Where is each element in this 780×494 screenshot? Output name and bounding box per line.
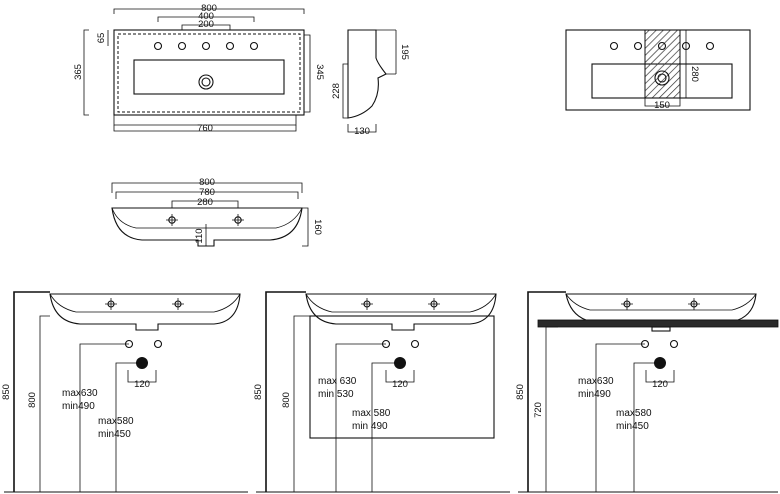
waste-height-max: max580 (616, 408, 652, 419)
installation-3: 850 720 120 max630 min490 max580 min450 (515, 291, 779, 493)
dim-110: 110 (194, 228, 205, 243)
front-view-outline (111, 207, 303, 247)
top-view-basin (133, 59, 285, 95)
dim-780: 780 (199, 187, 215, 198)
tap-holes (153, 41, 259, 51)
tap-hole (249, 41, 259, 51)
supply-height-min: min490 (62, 401, 95, 412)
dim-760: 760 (197, 123, 213, 134)
offset-120: 120 (134, 379, 150, 390)
drain-inner (657, 73, 667, 83)
supply-height-min: min 530 (318, 389, 354, 400)
dim-160: 160 (312, 219, 323, 235)
dim-195: 195 (399, 44, 410, 60)
dim-800: 800 (27, 392, 38, 408)
dim-365: 365 (73, 64, 84, 80)
supply-height-max: max630 (62, 388, 98, 399)
dim-200: 200 (198, 19, 214, 30)
tap-hole (657, 41, 667, 51)
waste-height-min: min450 (98, 429, 131, 440)
waste-height-max: max580 (98, 416, 134, 427)
dim-130: 130 (354, 126, 370, 137)
dim-800: 800 (281, 392, 292, 408)
dim-850: 850 (253, 384, 264, 400)
drain-inner (201, 77, 211, 87)
drain-outer (198, 74, 214, 90)
supply-height-min: min490 (578, 389, 611, 400)
dim-850: 850 (1, 384, 12, 400)
tap-hole (153, 41, 163, 51)
tap-hole (633, 41, 643, 51)
water-supply (153, 339, 163, 349)
vanity-cabinet (309, 315, 495, 439)
drain-outer (654, 70, 670, 86)
waste-height-max: max 580 (352, 408, 391, 419)
top-view-outline (113, 29, 305, 116)
front-view: 800 780 280 110 160 (111, 177, 323, 247)
top-view: 800 400 200 65 365 345 760 (73, 3, 325, 134)
water-supply (410, 339, 420, 349)
side-view: 195 228 130 (331, 29, 410, 137)
water-supply (669, 339, 679, 349)
tap-hole (177, 41, 187, 51)
offset-120: 120 (392, 379, 408, 390)
basin-front (49, 293, 241, 331)
tap-hole (225, 41, 235, 51)
tap-hole (705, 41, 715, 51)
shaded-view: 280 150 (565, 29, 751, 111)
supply-height-max: max 630 (318, 376, 357, 387)
fixing-zone-hatch (644, 29, 681, 99)
dim-345: 345 (314, 64, 325, 80)
top-view-inner-dashed (117, 33, 301, 113)
tap-hole (201, 41, 211, 51)
dim-400: 400 (198, 11, 214, 22)
tap-hole (609, 41, 619, 51)
offset-120: 120 (652, 379, 668, 390)
basin-front (565, 293, 757, 321)
waste-height-min: min 490 (352, 421, 388, 432)
dim-800: 800 (201, 3, 217, 14)
installation-2: 850 800 120 max 630 min 530 max 580 min … (253, 291, 510, 493)
dim-850: 850 (515, 384, 526, 400)
installation-1: 850 800 120 max630 min490 max580 min450 (1, 291, 248, 493)
dim-65: 65 (96, 33, 107, 44)
basin-front (305, 293, 497, 331)
dim-280: 280 (689, 66, 700, 82)
dim-228: 228 (331, 83, 342, 99)
dim-720: 720 (533, 402, 544, 418)
dim-280: 280 (197, 197, 213, 208)
supply-height-max: max630 (578, 376, 614, 387)
side-view-profile (347, 29, 387, 119)
dim-800: 800 (199, 177, 215, 188)
dim-150: 150 (654, 100, 670, 111)
waste-height-min: min450 (616, 421, 649, 432)
countertop (537, 319, 779, 328)
